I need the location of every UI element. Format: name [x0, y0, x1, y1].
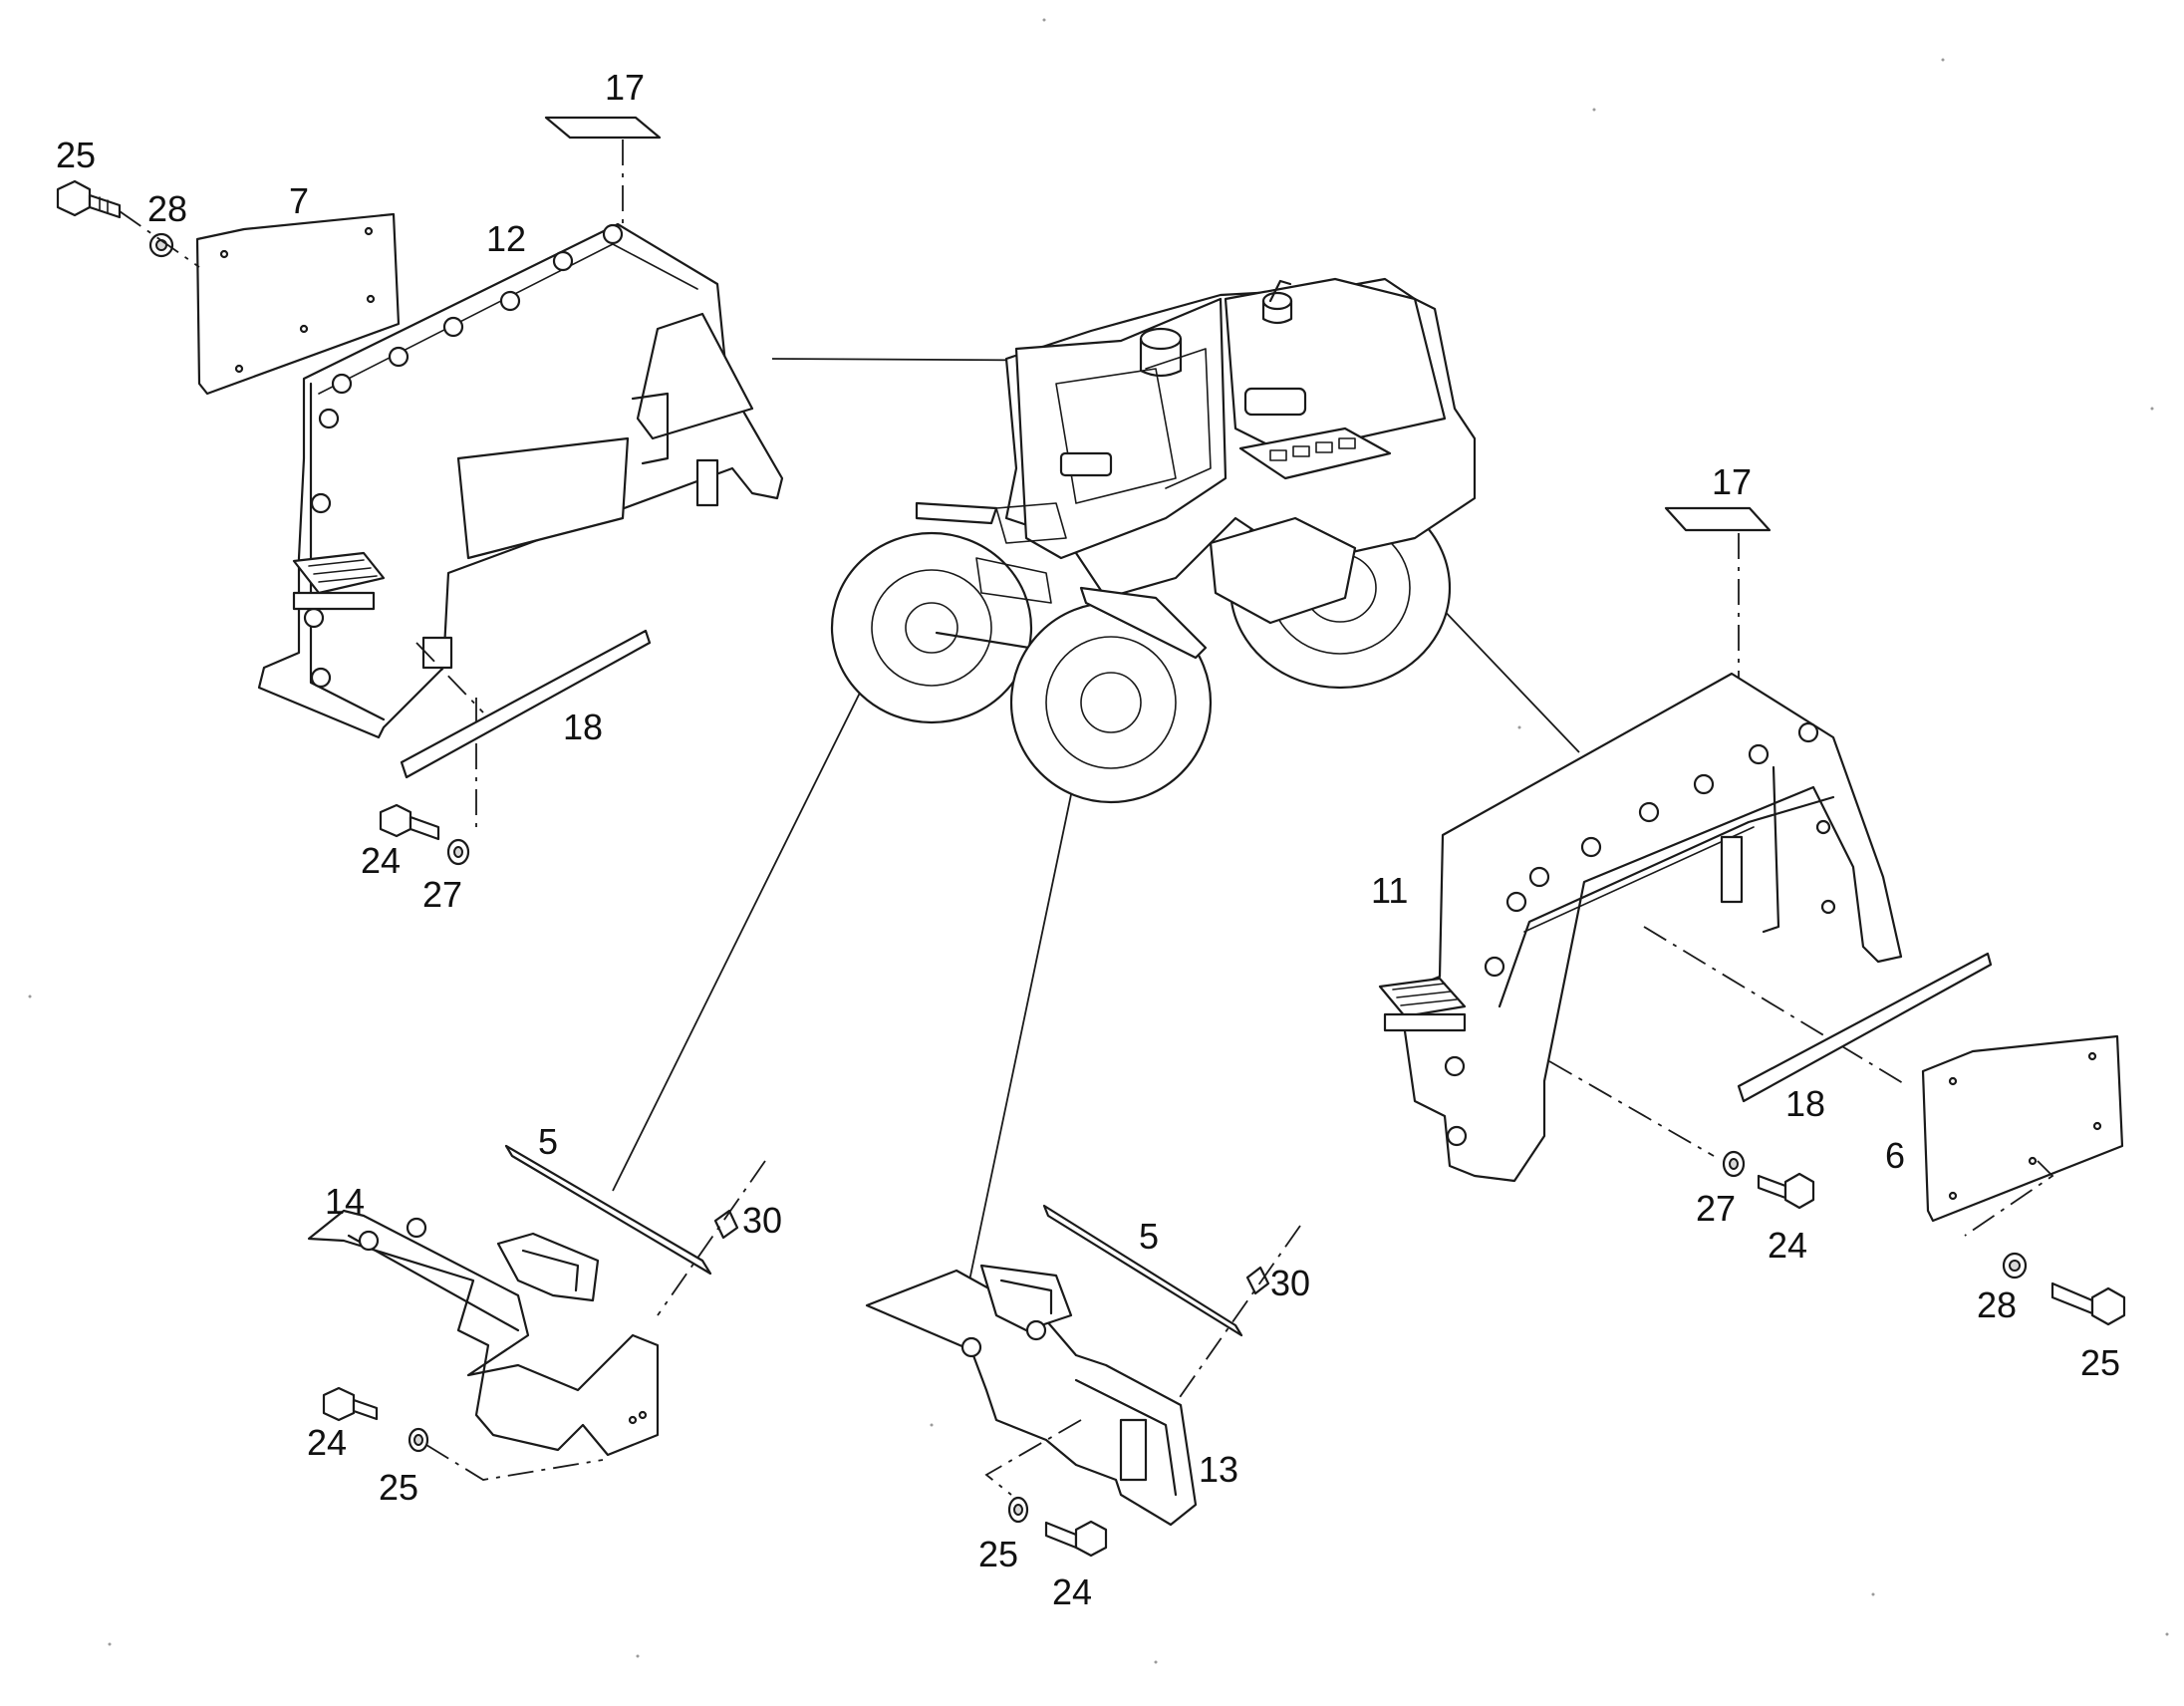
callout-right-side-panel: 6 — [1885, 1135, 1905, 1176]
right-side-panel-6 — [1921, 1034, 2124, 1223]
callout-labels: 25 28 7 17 12 18 24 27 17 11 18 6 27 24 … — [56, 67, 2120, 1612]
left-step — [292, 551, 386, 595]
right-fender-assembly — [1378, 506, 2126, 1326]
wheel-loader-illustration — [830, 277, 1477, 804]
callout-left-bracket-clip: 30 — [742, 1200, 782, 1241]
callout-left-lower-bolt: 24 — [361, 840, 401, 881]
right-decal-17 — [1664, 506, 1772, 532]
left-decal-17 — [544, 116, 662, 140]
callout-right-bracket: 13 — [1199, 1449, 1238, 1490]
right-seal-5 — [1042, 1204, 1243, 1337]
callout-right-fender: 11 — [1371, 870, 1408, 911]
left-bracket-assembly — [307, 1144, 766, 1481]
callout-right-bracket-washer: 25 — [978, 1534, 1018, 1574]
callout-left-bracket-bolt: 24 — [307, 1422, 347, 1463]
callout-top-left-bolt: 25 — [56, 135, 96, 175]
callout-right-bracket-clip: 30 — [1270, 1263, 1310, 1303]
callout-left-top-decal: 17 — [605, 67, 645, 108]
callout-right-panel-washer: 28 — [1977, 1284, 2017, 1325]
callout-right-lower-washer: 27 — [1696, 1188, 1736, 1229]
callout-left-fender: 12 — [486, 218, 526, 259]
scan-specks — [28, 18, 2169, 1664]
right-strip-18 — [1737, 952, 1993, 1103]
callout-left-strip: 18 — [563, 707, 603, 747]
callout-top-left-washer: 28 — [147, 188, 187, 229]
callout-left-lower-washer: 27 — [422, 874, 462, 915]
callout-right-lower-bolt: 24 — [1768, 1225, 1807, 1266]
right-bracket-assembly — [865, 1204, 1301, 1558]
callout-right-bracket-seal: 5 — [1139, 1216, 1159, 1257]
callout-right-strip: 18 — [1785, 1083, 1825, 1124]
callout-left-bracket-washer: 25 — [379, 1467, 418, 1508]
callout-right-bracket-bolt: 24 — [1052, 1571, 1092, 1612]
callout-right-top-decal: 17 — [1712, 461, 1752, 502]
callout-left-side-panel: 7 — [289, 180, 309, 221]
callout-left-bracket: 14 — [325, 1181, 365, 1222]
left-side-panel-7 — [195, 212, 401, 396]
callout-right-panel-bolt: 25 — [2080, 1342, 2120, 1383]
left-seal-5 — [504, 1144, 712, 1276]
right-fender-rivets — [1444, 721, 1836, 1147]
left-fender-assembly — [56, 116, 784, 866]
left-strip-18 — [400, 629, 652, 779]
callout-left-bracket-seal: 5 — [538, 1121, 558, 1162]
